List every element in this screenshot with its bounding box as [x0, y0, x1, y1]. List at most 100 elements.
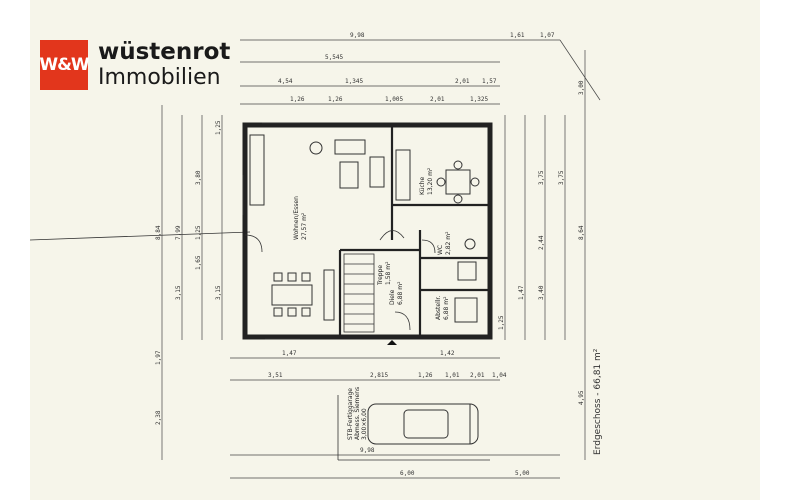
- dining-chair: [301, 272, 311, 282]
- dining-chair: [287, 272, 297, 282]
- dim-label: 5,545: [325, 54, 343, 61]
- stair-outline: [343, 253, 375, 333]
- dim-label: 1,345: [345, 78, 363, 85]
- storage-shelf: [454, 297, 478, 323]
- dim-label: 1,25: [195, 225, 202, 240]
- dim-label: 1,26: [418, 372, 433, 379]
- house-plan: [242, 122, 493, 340]
- dim-labels-right: 8,64 3,75 3,75 2,44 1,47 1,25 4,95 3,00 …: [498, 80, 585, 405]
- paper-fold-line: [29, 231, 251, 241]
- dining-chair: [301, 307, 311, 317]
- dim-labels-bottom: 1,47 1,42 3,51 2,815 1,26 1,01 2,01 1,04…: [268, 350, 530, 477]
- entrance-marker: [387, 340, 397, 345]
- dining-table: [271, 284, 313, 306]
- dim-label: 1,04: [492, 372, 507, 379]
- dim-label: 2,01: [470, 372, 485, 379]
- dim-labels-top: 9,98 1,61 1,07 5,545 4,54 1,345 2,01 1,5…: [278, 32, 555, 103]
- coffee-table: [339, 161, 359, 189]
- room-area-abstell: 6,88 m²: [443, 296, 450, 320]
- room-label-diele: Diele: [389, 289, 396, 305]
- garage-label-3: 3,00×6,00: [361, 408, 368, 440]
- armchair: [369, 156, 385, 188]
- dim-label: 1,97: [155, 350, 162, 365]
- dim-label: 1,25: [498, 315, 505, 330]
- dim-label: 1,25: [215, 120, 222, 135]
- utility-unit: [457, 261, 477, 281]
- room-label-wc: WC: [437, 245, 444, 255]
- sofa: [334, 139, 366, 155]
- entrance-arrow-icon: [387, 340, 397, 345]
- room-label-wohnen: Wohnen/Essen: [293, 196, 300, 240]
- dim-label: 1,47: [518, 285, 525, 300]
- room-area-diele: 6,88 m²: [397, 281, 404, 305]
- room-area-treppe: 1,58 m²: [385, 261, 392, 285]
- dim-label: 8,84: [155, 225, 162, 240]
- dining-chair: [273, 307, 283, 317]
- brand-wordmark: wüstenrot Immobilien: [98, 41, 230, 89]
- floor-title-group: Erdgeschoss - 66,81 m²: [593, 348, 603, 455]
- brand-mark: W&W: [39, 40, 90, 90]
- dim-label: 1,07: [540, 32, 555, 39]
- kitchen-door-arc: [379, 230, 405, 241]
- brand-subtitle: Immobilien: [98, 65, 221, 90]
- kitchen-counter: [395, 149, 411, 201]
- dim-label: 1,61: [510, 32, 525, 39]
- dim-label: 2,815: [370, 372, 388, 379]
- dim-label: 1,01: [445, 372, 460, 379]
- dining-chair: [287, 307, 297, 317]
- room-area-wc: 2,82 m²: [445, 231, 452, 255]
- dim-label: 3,80: [195, 170, 202, 185]
- dim-label: 3,00: [578, 80, 585, 95]
- dim-label: 3,75: [558, 170, 565, 185]
- garage-label-2: Abmess. Siemens: [354, 387, 361, 440]
- sideboard: [323, 269, 335, 321]
- dim-label: 1,325: [470, 96, 488, 103]
- dim-labels-left: 8,84 7,99 3,15 3,80 1,25 1,65 3,15 1,25 …: [155, 120, 222, 425]
- dim-label: 3,51: [268, 372, 283, 379]
- dim-label: 3,15: [215, 285, 222, 300]
- furniture: [249, 134, 480, 323]
- room-area-kueche: 13,20 m²: [427, 167, 434, 195]
- exterior-walls: [242, 122, 493, 340]
- dim-label: 2,01: [430, 96, 445, 103]
- dim-label: 4,54: [278, 78, 293, 85]
- dim-label: 6,00: [400, 470, 415, 477]
- wc-toilet: [464, 238, 476, 250]
- dim-label: 1,005: [385, 96, 403, 103]
- dim-label: 1,57: [482, 78, 497, 85]
- room-area-wohnen: 27,57 m²: [301, 212, 308, 240]
- brand-name: wüstenrot: [98, 39, 231, 65]
- dim-label: 3,15: [175, 285, 182, 300]
- kitchen-chair: [453, 194, 463, 204]
- dimension-chains: [161, 39, 601, 479]
- brand-logo: W&W wüstenrot Immobilien: [39, 40, 230, 90]
- dim-label: 2,44: [538, 235, 545, 250]
- car-windshield: [403, 409, 449, 439]
- kitchen-chair: [436, 177, 446, 187]
- hall-door-arc: [394, 311, 411, 331]
- car-outline: [367, 403, 479, 445]
- patio-door-arc: [244, 234, 263, 253]
- dim-label: 2,01: [455, 78, 470, 85]
- dim-label: 1,26: [328, 96, 343, 103]
- dining-chair: [273, 272, 283, 282]
- wall-unit: [249, 134, 265, 206]
- dim-label: 8,64: [578, 225, 585, 240]
- wc-door-arc: [421, 239, 436, 254]
- carport-garage: STB-Fertiggarage Abmess. Siemens 3,00×6,…: [337, 387, 490, 461]
- dim-label: 1,26: [290, 96, 305, 103]
- dim-label: 9,98: [350, 32, 365, 39]
- kitchen-table: [445, 169, 471, 195]
- dim-label: 7,99: [175, 225, 182, 240]
- kitchen-chair: [470, 177, 480, 187]
- kitchen-chair: [453, 160, 463, 170]
- floor-title: Erdgeschoss - 66,81 m²: [593, 348, 603, 455]
- plant: [309, 141, 323, 155]
- room-label-treppe: Treppe: [377, 265, 384, 286]
- room-label-abstell: Abstellr.: [435, 296, 442, 320]
- room-label-kueche: Küche: [419, 176, 426, 195]
- dim-label: 9,98: [360, 447, 375, 454]
- dim-label: 1,65: [195, 255, 202, 270]
- dim-label: 3,40: [538, 285, 545, 300]
